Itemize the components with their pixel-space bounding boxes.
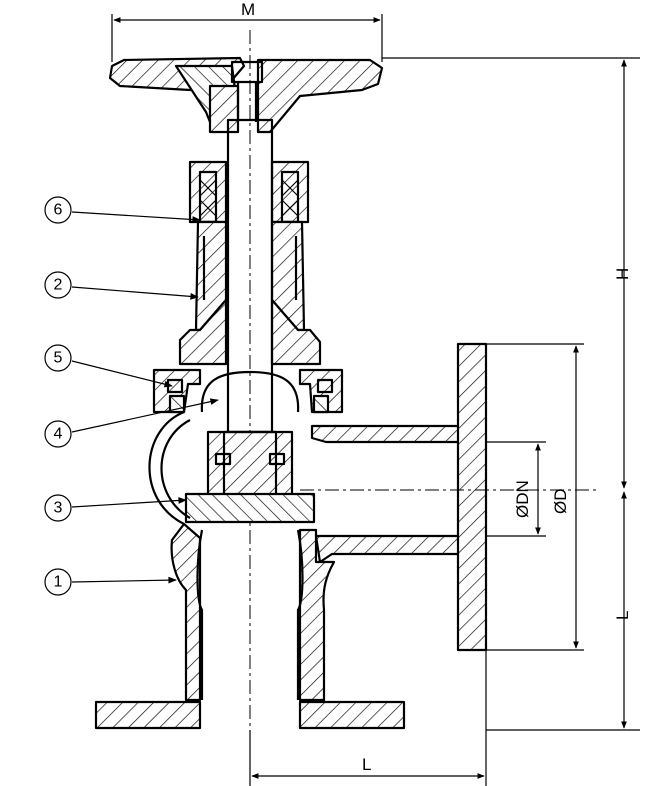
dimension-d-label: ØD	[551, 489, 570, 515]
callout-5: 5	[44, 344, 173, 388]
bonnet	[178, 160, 322, 366]
callout-4: 4	[44, 398, 219, 448]
callout-6-label: 6	[54, 202, 63, 219]
dimension-m: M	[111, 0, 383, 62]
dimension-l-horizontal: L	[249, 650, 487, 786]
dimension-d: ØD	[486, 343, 584, 651]
dimension-dn-label: ØDN	[513, 480, 532, 518]
callout-3-label: 3	[54, 500, 63, 517]
callout-1: 1	[44, 568, 177, 596]
callout-2-label: 2	[54, 277, 63, 294]
dimension-l-vertical: L	[486, 491, 640, 731]
callout-1-label: 1	[54, 574, 63, 591]
callout-5-label: 5	[54, 350, 63, 367]
valve-disc	[184, 370, 316, 524]
dimension-dn: ØDN	[486, 441, 546, 537]
dimension-l-vertical-label: L	[613, 611, 632, 620]
callout-3: 3	[44, 494, 187, 522]
callout-2: 2	[44, 271, 199, 300]
bonnet-flange	[152, 368, 344, 414]
callout-4-label: 4	[54, 426, 63, 443]
stem	[226, 30, 274, 760]
dimension-h-label: H	[613, 268, 632, 280]
dimension-l-horizontal-label: L	[362, 755, 371, 774]
dimension-h: H	[382, 57, 640, 489]
handwheel	[108, 56, 384, 134]
dimension-m-label: M	[241, 0, 255, 19]
callout-6: 6	[44, 196, 201, 224]
valve-body	[94, 342, 488, 730]
